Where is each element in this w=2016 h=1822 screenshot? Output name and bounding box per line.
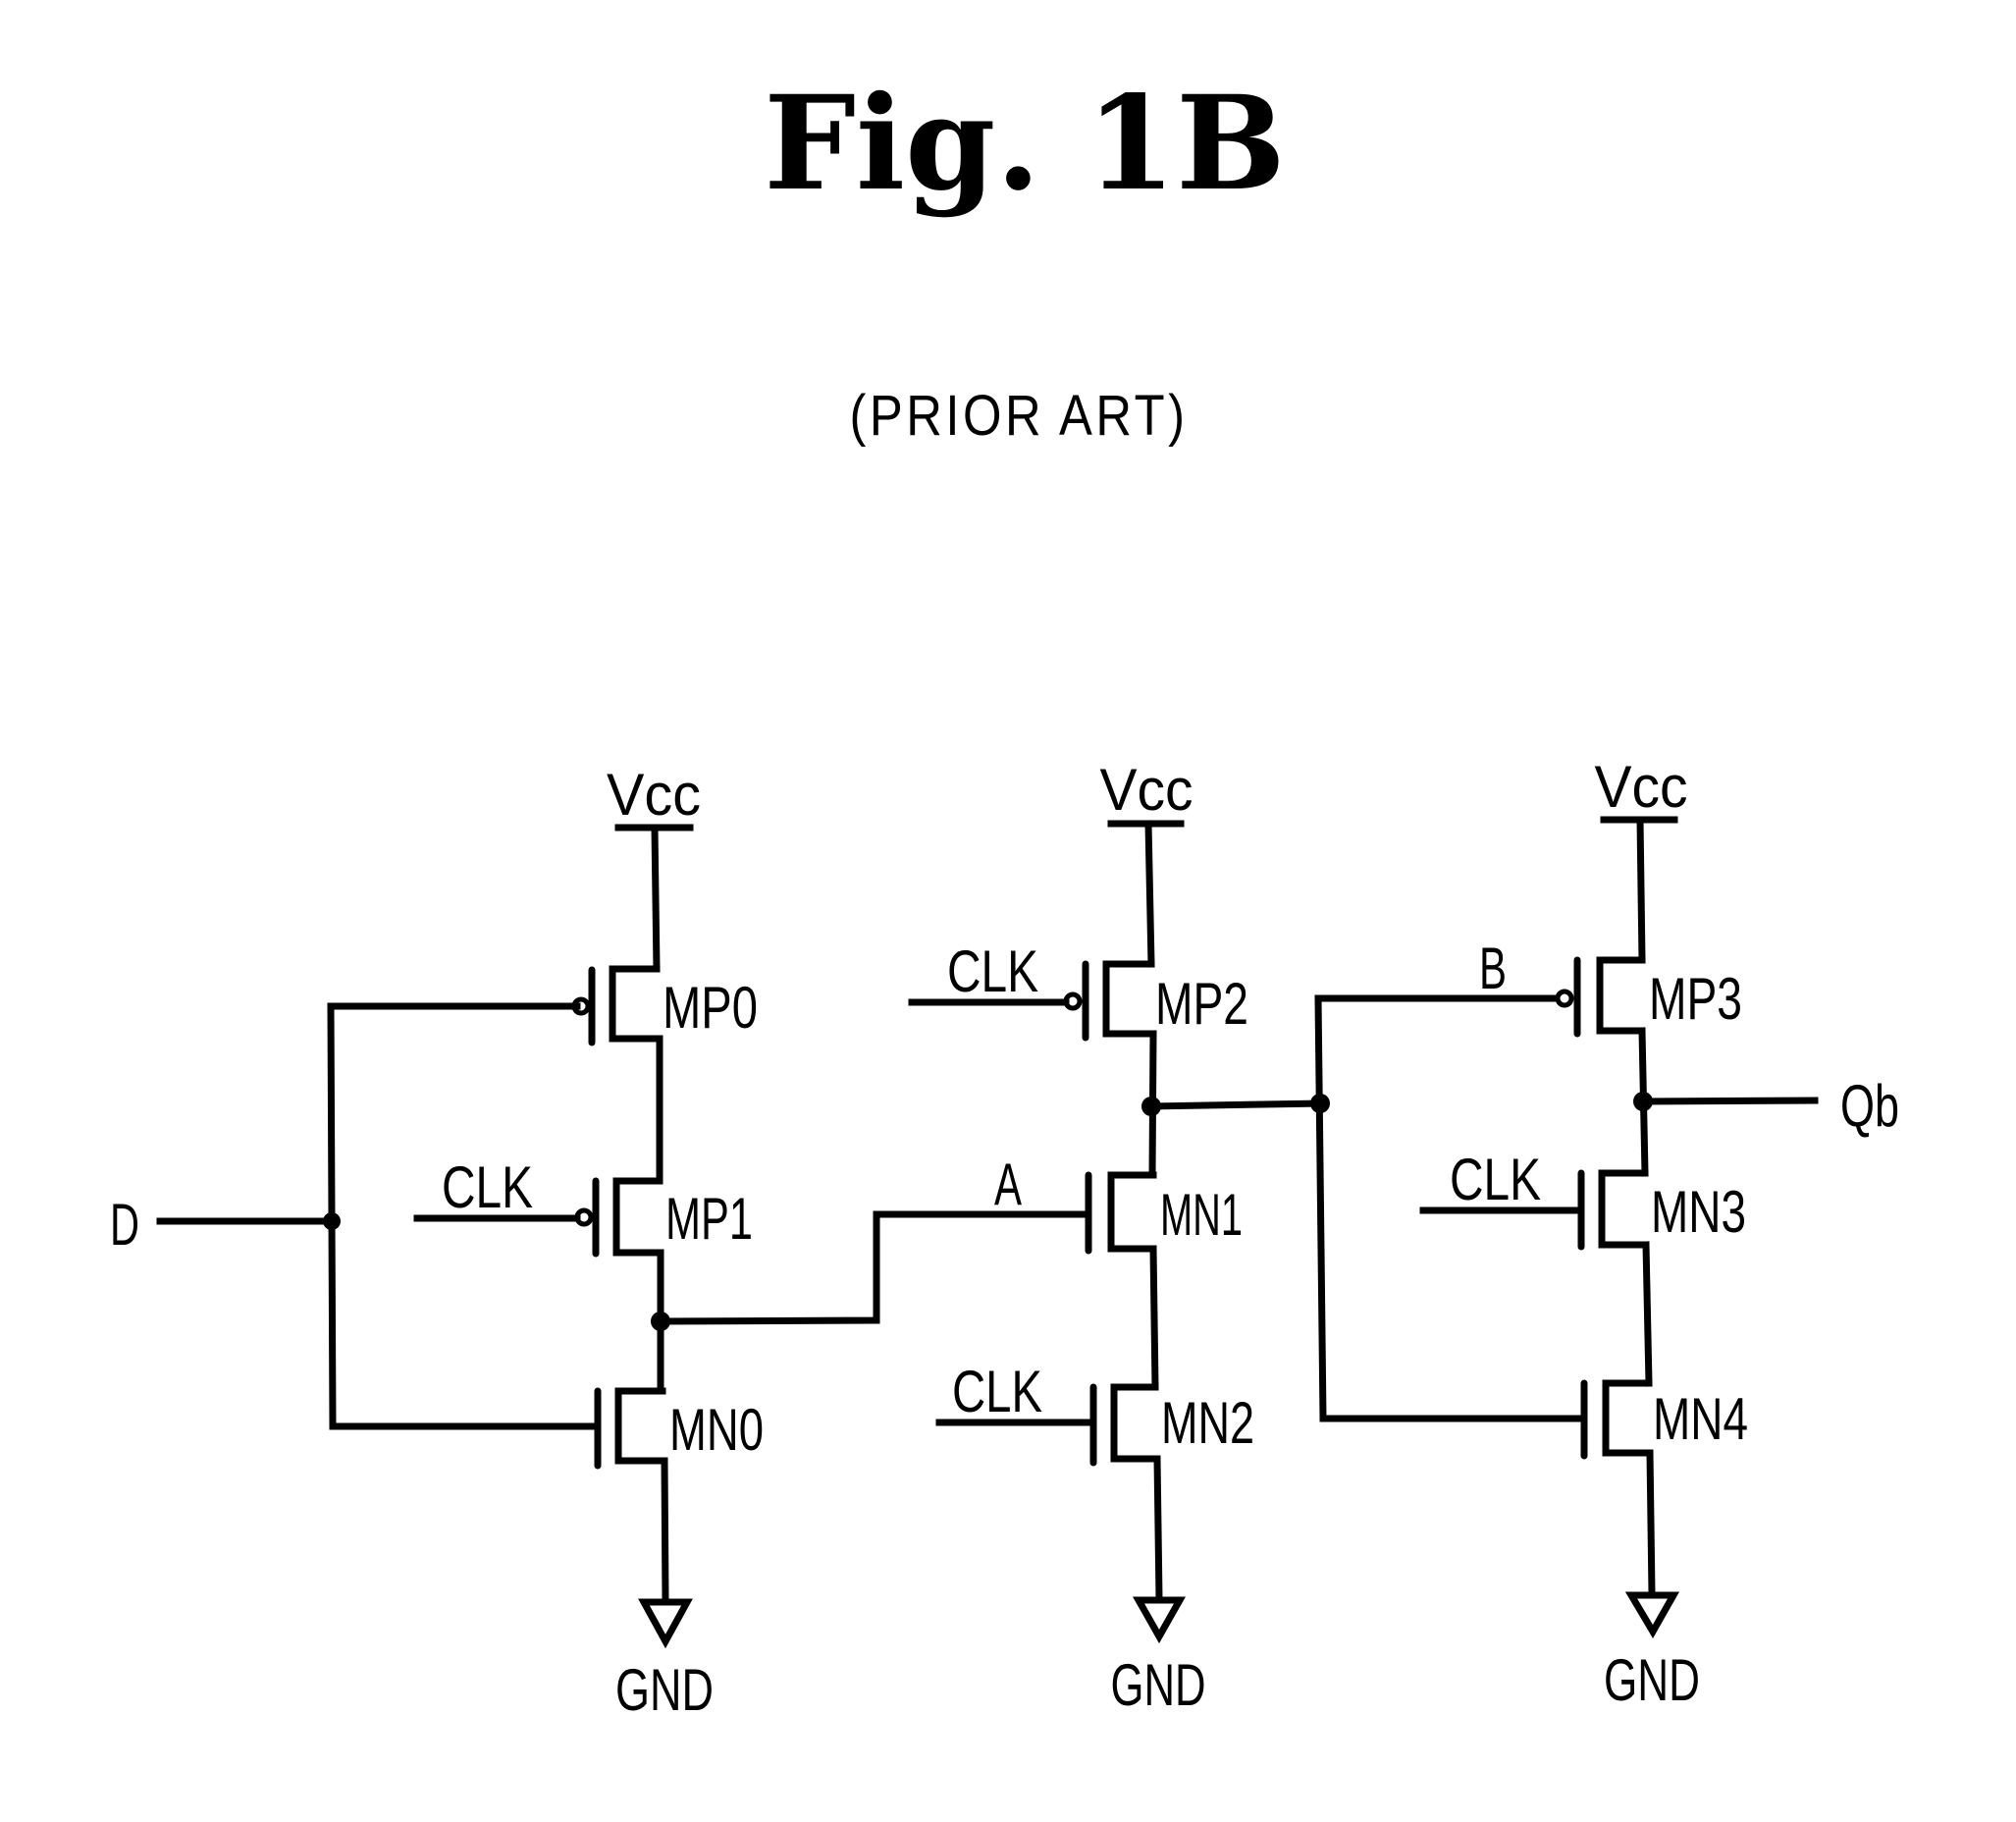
- channel: [1598, 1169, 1650, 1249]
- channel: [1596, 956, 1646, 1035]
- gnd-label-3: GND: [1604, 1647, 1700, 1713]
- figure-subtitle: (PRIOR ART): [850, 384, 1189, 448]
- channel: [612, 1177, 664, 1257]
- gnd-label-2: GND: [1111, 1652, 1206, 1718]
- node-b-gate-wire: [1314, 994, 1584, 1422]
- transistor-label: MN2: [1161, 1390, 1254, 1456]
- inversion-bubble-icon: [1555, 989, 1574, 1008]
- vcc-label-3: Vcc: [1595, 754, 1688, 820]
- clk-label: CLK: [1450, 1147, 1541, 1212]
- vcc-label-1: Vcc: [607, 762, 701, 828]
- output-qb-label: Qb: [1840, 1073, 1899, 1139]
- ground-icon: [1132, 1596, 1187, 1644]
- wire: [1646, 1449, 1656, 1597]
- transistor-mp2: CLK MP2: [908, 938, 1248, 1042]
- wire: [1642, 1241, 1653, 1387]
- transistor-mn1: A MN1: [994, 1152, 1243, 1255]
- stage-2: Vcc CLK MP2 A MN1 CLK MN2: [908, 757, 1584, 1718]
- wire: [1149, 1245, 1159, 1391]
- stage-1: Vcc MP0 CLK MP1 MN0 GND: [110, 762, 1088, 1723]
- output-qb-wire: [1639, 1097, 1819, 1105]
- transistor-mn2: CLK MN2: [935, 1359, 1254, 1467]
- transistor-label: MN3: [1651, 1179, 1746, 1245]
- transistor-mp3: B MP3: [1479, 936, 1742, 1038]
- transistor-label: MN0: [669, 1397, 764, 1463]
- vcc-label-2: Vcc: [1100, 757, 1194, 823]
- channel: [1602, 1379, 1654, 1457]
- node-a-wire: [657, 1210, 1088, 1325]
- clk-label: CLK: [442, 1154, 533, 1220]
- figure-title: Fig. 1B: [764, 68, 1285, 220]
- channel: [1110, 1383, 1161, 1463]
- transistor-label: MP3: [1649, 966, 1742, 1032]
- wire: [651, 824, 661, 973]
- wire: [1144, 820, 1155, 968]
- transistor-mn4: MN4: [1580, 1379, 1748, 1460]
- stage-3: Vcc B MP3 Qb CLK MN3 MN4: [1419, 754, 1899, 1713]
- transistor-label: MP2: [1155, 971, 1248, 1037]
- input-d-label: D: [110, 1192, 139, 1258]
- transistor-label: MN1: [1160, 1182, 1243, 1248]
- channel: [1107, 1171, 1157, 1253]
- transistor-mn3: CLK MN3: [1419, 1147, 1746, 1251]
- transistor-mp1: CLK MP1: [413, 1154, 753, 1258]
- transistor-label: MN4: [1653, 1386, 1748, 1452]
- channel: [609, 965, 663, 1043]
- transistor-label: MP1: [665, 1186, 753, 1252]
- junction-dot: [323, 1212, 341, 1230]
- gnd-label-1: GND: [615, 1657, 714, 1723]
- ground-icon: [1624, 1591, 1680, 1638]
- ground-icon: [638, 1598, 693, 1649]
- node-b-label: B: [1479, 936, 1507, 1001]
- wire: [1636, 816, 1646, 964]
- wire: [1153, 1455, 1163, 1602]
- wire: [661, 1457, 669, 1604]
- channel: [1102, 960, 1157, 1038]
- node-a-label: A: [994, 1152, 1022, 1217]
- clk-label: CLK: [947, 938, 1038, 1004]
- node-b-wire: [1147, 1099, 1324, 1110]
- transistor-mn0: MN0: [594, 1387, 764, 1470]
- channel: [614, 1387, 668, 1465]
- clk-label: CLK: [952, 1359, 1042, 1424]
- transistor-label: MP0: [663, 975, 758, 1041]
- transistor-mp0: MP0: [571, 965, 758, 1046]
